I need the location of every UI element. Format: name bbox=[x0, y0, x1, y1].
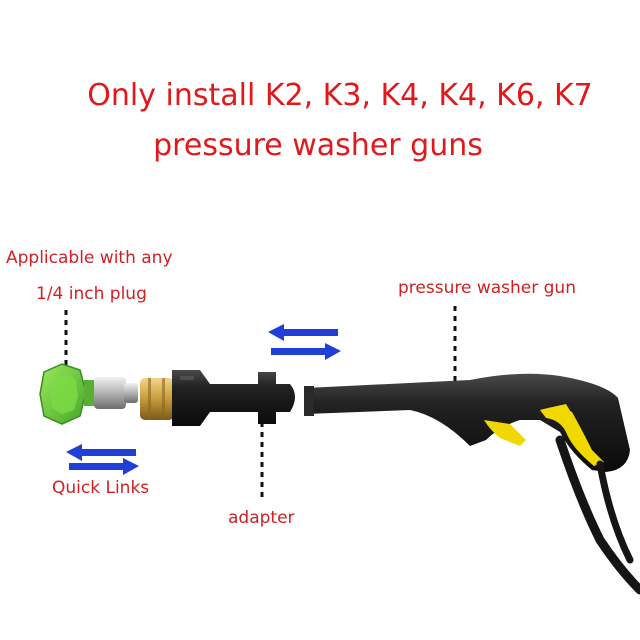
quick-connect-nozzle bbox=[39, 363, 138, 425]
headline-line-2: pressure washer guns bbox=[153, 128, 483, 163]
brass-coupler bbox=[140, 378, 174, 420]
swap-arrows-bottom-icon bbox=[66, 444, 139, 475]
adapter-label: adapter bbox=[228, 508, 295, 528]
applicable-label-line-1: Applicable with any bbox=[6, 248, 173, 268]
quick-links-label: Quick Links bbox=[52, 478, 150, 498]
adapter-body bbox=[172, 370, 295, 426]
swap-arrows-top-icon bbox=[268, 324, 341, 360]
headline-line-1: Only install K2, K3, K4, K4, K6, K7 bbox=[87, 78, 593, 113]
pressure-washer-gun bbox=[304, 373, 640, 595]
gun-label: pressure washer gun bbox=[398, 278, 576, 298]
applicable-label-line-2: 1/4 inch plug bbox=[36, 284, 147, 304]
